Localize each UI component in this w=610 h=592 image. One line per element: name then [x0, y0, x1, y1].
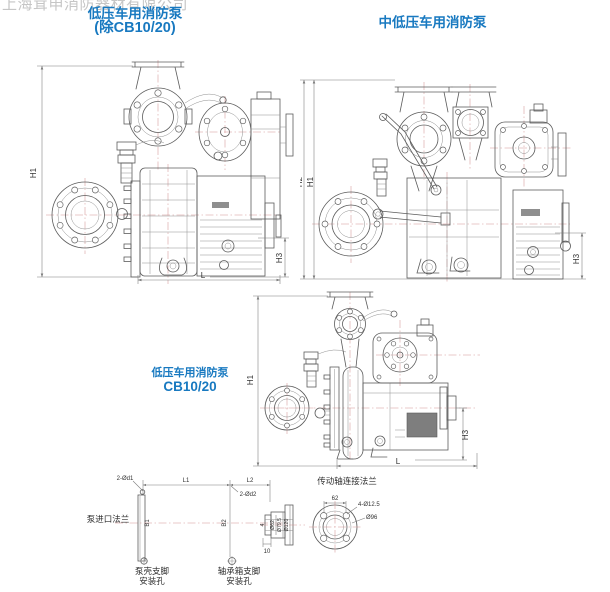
drive-pulley	[551, 132, 571, 252]
linkage-rod	[372, 208, 451, 226]
cooling-pipe	[184, 93, 227, 110]
control-lever	[379, 113, 442, 196]
dim-label-h2: H2	[300, 176, 304, 187]
h3-dimension: H3	[555, 232, 586, 280]
h3-dimension: H3	[415, 407, 470, 461]
foot-labels: 泵壳支脚 安装孔 轴承箱支脚 安装孔	[135, 566, 260, 586]
title-low-pressure-line2: (除CB10/20)	[94, 20, 176, 36]
pump-body	[406, 137, 502, 279]
l-dimension: L	[137, 271, 281, 284]
priming-pump	[372, 158, 388, 197]
title-mid-low-pressure-pump: 中低压车用消防泵	[378, 15, 487, 30]
dim-label-h1: H1	[306, 176, 315, 187]
dim-label-b2: B2	[222, 519, 228, 527]
title-low-pressure-line1: 低压车用消防泵	[87, 6, 183, 21]
dim-label-h3: H3	[461, 429, 470, 440]
drawing-low-pressure-pump: H1	[29, 60, 294, 284]
h3-dimension: H3	[210, 237, 289, 278]
dim-label-h3: H3	[275, 252, 284, 263]
drawing-cb1020-pump: H1	[246, 291, 480, 469]
label-4-d12-5: 4-Ø12.5	[358, 502, 380, 508]
length-dimensions: 2-Ød1 L1 L2 2-Ød2	[117, 476, 271, 557]
h1-dimension: H1	[246, 295, 337, 467]
gearbox	[362, 318, 457, 451]
right-housing	[250, 91, 294, 220]
suction-flange	[318, 191, 384, 257]
gear-cover	[494, 103, 554, 178]
pump-casing	[323, 338, 388, 460]
priming-pump	[116, 140, 165, 184]
centerlines	[312, 82, 572, 282]
inlet-flange-view: 泵进口法兰 B1 B2	[87, 489, 288, 566]
dim-label-h3: H3	[572, 253, 581, 264]
pump-body	[123, 167, 198, 278]
dim-label-10: 10	[264, 549, 271, 555]
top-flanges	[394, 86, 497, 167]
dim-label-b1: B1	[145, 519, 151, 527]
priming-pump	[303, 349, 347, 388]
label-inlet-flange: 泵进口法兰	[87, 514, 130, 524]
dim-label-d96: Ø96	[366, 515, 378, 521]
label-2-d2: 2-Ød2	[240, 492, 257, 498]
suction-flange	[51, 181, 128, 249]
centerlines	[260, 292, 480, 462]
gearbox-finned	[512, 189, 564, 280]
watermark: 上海茸申消防器材有限公司	[2, 0, 189, 13]
suction-flange	[264, 385, 330, 431]
coupling-flange-front-view: 传动轴连接法兰 62 4-Ø12.5 Ø96	[309, 476, 380, 553]
dim-label-l2: L2	[247, 478, 254, 484]
title-cb1020-line1: 低压车用消防泵	[151, 367, 229, 379]
dim-label-h1: H1	[246, 374, 255, 385]
label-pump-foot-2: 安装孔	[139, 576, 165, 586]
coupling-flange-side-view: Ø62 Ø79.5 Ø120 4 10	[260, 504, 305, 555]
dim-label-l1: L1	[183, 478, 190, 484]
dim-label-d120: Ø120	[284, 519, 290, 532]
label-bearing-foot-1: 轴承箱支脚	[218, 566, 261, 576]
title-low-pressure-pump: 低压车用消防泵 (除CB10/20)	[60, 6, 210, 36]
dim-label-l: L	[396, 457, 401, 466]
gearbox-finned	[196, 175, 282, 277]
label-2-d1: 2-Ød1	[117, 476, 134, 482]
dim-label-h1: H1	[29, 167, 38, 178]
label-bearing-foot-2: 安装孔	[226, 576, 252, 586]
top-discharge-flange	[326, 291, 398, 340]
drawing-mid-low-pressure-pump: H2 H1	[300, 79, 586, 282]
title-cb1020-line2: CB10/20	[163, 379, 217, 394]
dim-label-4: 4	[260, 523, 266, 526]
dim-label-d62: Ø62	[270, 520, 276, 530]
mounting-dimensions-diagram: 2-Ød1 L1 L2 2-Ød2 泵进口法兰 B1 B2 泵壳支脚 安装孔 轴…	[87, 476, 381, 586]
label-pump-foot-1: 泵壳支脚	[135, 566, 169, 576]
l-dimension: L	[336, 453, 478, 469]
dim-label-d79-5: Ø79.5	[277, 518, 283, 532]
dim-label-62: 62	[332, 496, 339, 502]
centerlines	[46, 60, 282, 284]
dim-label-l: L	[201, 271, 206, 280]
title-cb1020-pump: 低压车用消防泵 CB10/20	[122, 367, 258, 394]
label-drive-flange: 传动轴连接法兰	[317, 476, 377, 486]
h1-dimension: H1	[29, 65, 138, 278]
